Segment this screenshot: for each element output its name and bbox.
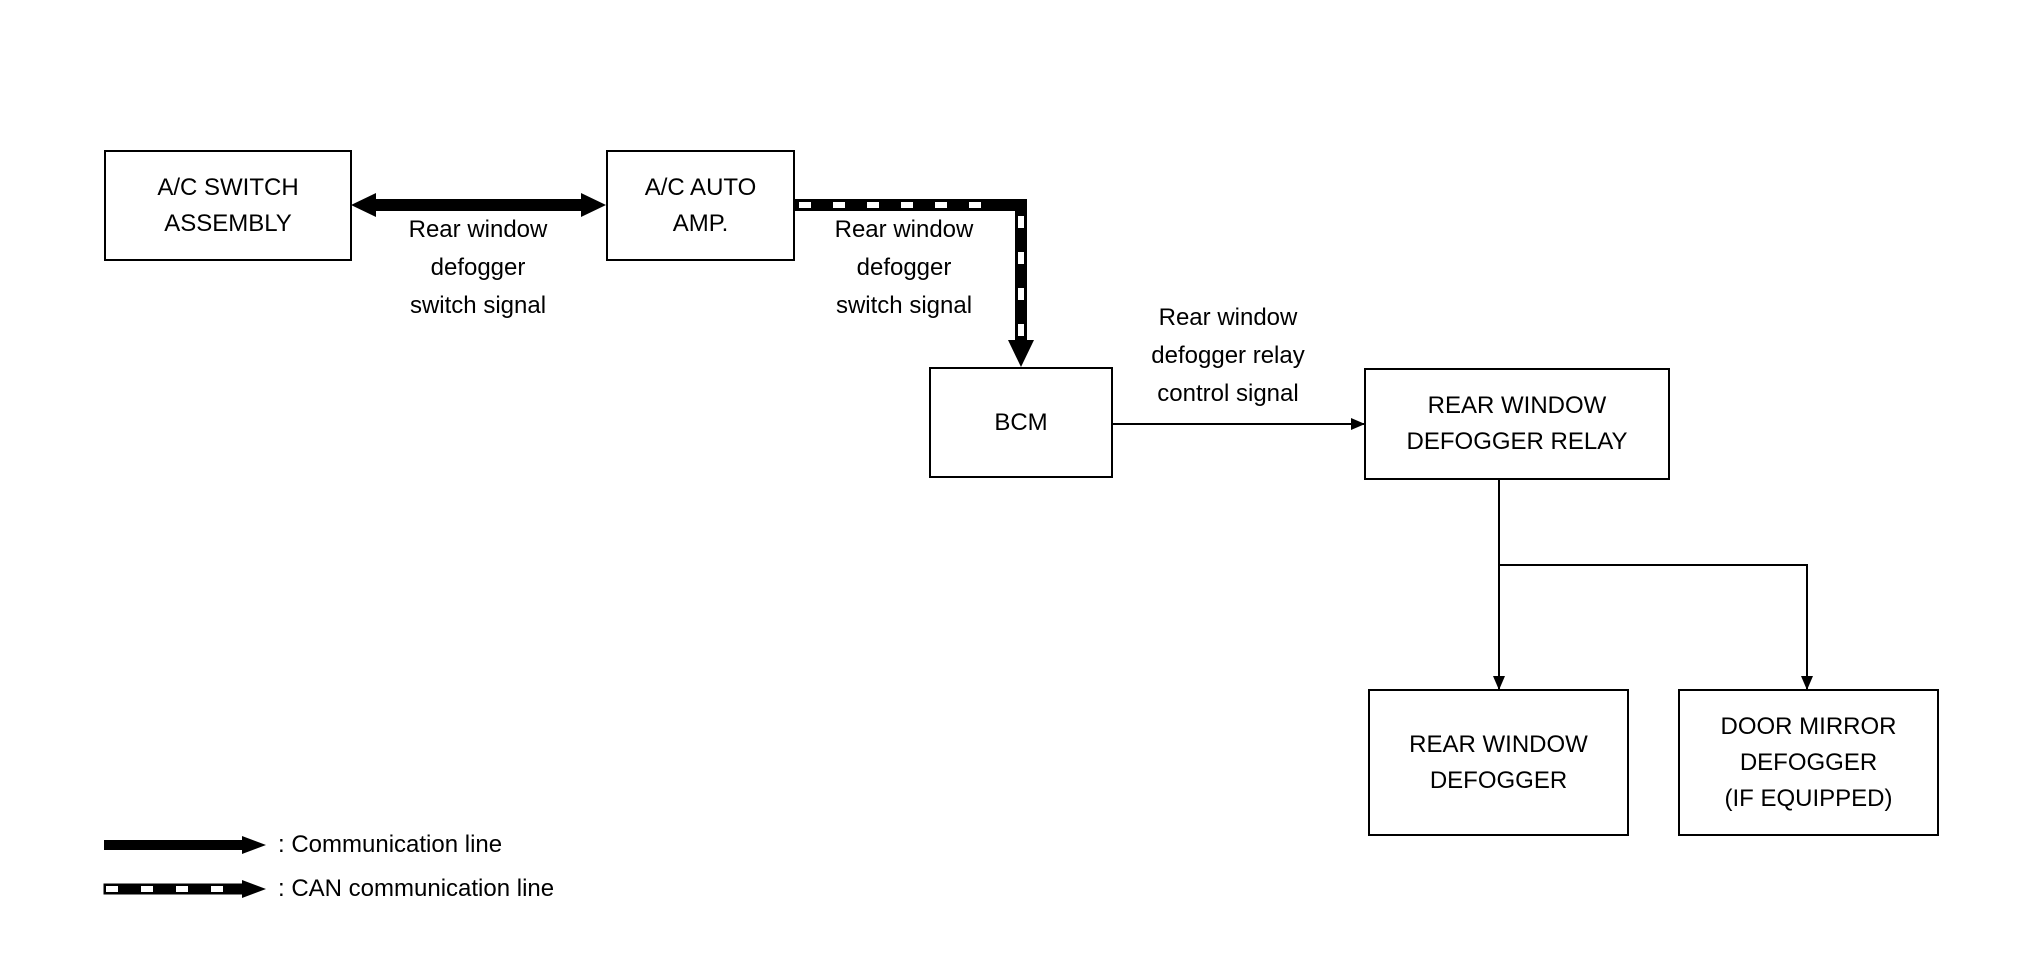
edge-label-switch-amp: Rear window defogger switch signal <box>378 211 578 325</box>
legend-can-label: : CAN communication line <box>278 875 555 902</box>
node-label-line: AMP. <box>672 209 729 237</box>
node-label-line: DOOR MIRROR <box>1720 712 1897 740</box>
node-label-line: (IF EQUIPPED) <box>1724 784 1893 812</box>
edge-label-line: switch signal <box>835 292 973 319</box>
edge-label-amp-bcm: Rear window defogger switch signal <box>804 211 1004 325</box>
legend-communication-label: : Communication line <box>278 831 503 858</box>
edge-label-line: switch signal <box>409 292 547 319</box>
arrowhead-left-icon <box>351 193 376 217</box>
node-label-line: REAR WINDOW <box>1409 730 1588 758</box>
edge-label-line: defogger relay <box>1151 342 1305 369</box>
node-label-line: A/C SWITCH <box>157 173 299 201</box>
node-rear-window-defogger-relay: REAR WINDOW DEFOGGER RELAY <box>1364 368 1670 480</box>
node-bcm: BCM <box>929 367 1113 478</box>
node-rear-window-defogger: REAR WINDOW DEFOGGER <box>1368 689 1629 836</box>
node-label-line: DEFOGGER <box>1429 766 1568 794</box>
arrowhead-right-icon <box>581 193 606 217</box>
edge-label-line: Rear window <box>834 216 974 243</box>
edge-label-line: Rear window <box>1158 304 1298 331</box>
can-line-amp-bcm <box>794 199 1034 367</box>
arrowhead-down-icon <box>1008 340 1034 367</box>
edge-label-line: defogger <box>430 254 526 281</box>
node-label-line: BCM <box>994 408 1048 436</box>
node-label-line: DEFOGGER <box>1739 748 1878 776</box>
edge-label-line: defogger <box>856 254 952 281</box>
node-label-line: A/C AUTO <box>644 173 757 201</box>
legend-can-symbol <box>103 880 266 898</box>
edge-label-line: Rear window <box>408 216 548 243</box>
legend-communication-symbol <box>104 836 266 854</box>
node-door-mirror-defogger: DOOR MIRROR DEFOGGER (IF EQUIPPED) <box>1678 689 1939 836</box>
node-label-line: REAR WINDOW <box>1427 392 1607 419</box>
node-label-line: ASSEMBLY <box>164 209 292 237</box>
edge-label-line: control signal <box>1157 380 1299 407</box>
edge-label-bcm-relay: Rear window defogger relay control signa… <box>1113 299 1343 413</box>
node-ac-auto-amp: A/C AUTO AMP. <box>606 150 795 261</box>
communication-line-switch-amp <box>351 193 606 217</box>
node-ac-switch-assembly: A/C SWITCH ASSEMBLY <box>104 150 352 261</box>
signal-lines-relay-defoggers <box>1493 479 1813 690</box>
node-label-line: DEFOGGER RELAY <box>1406 428 1628 455</box>
